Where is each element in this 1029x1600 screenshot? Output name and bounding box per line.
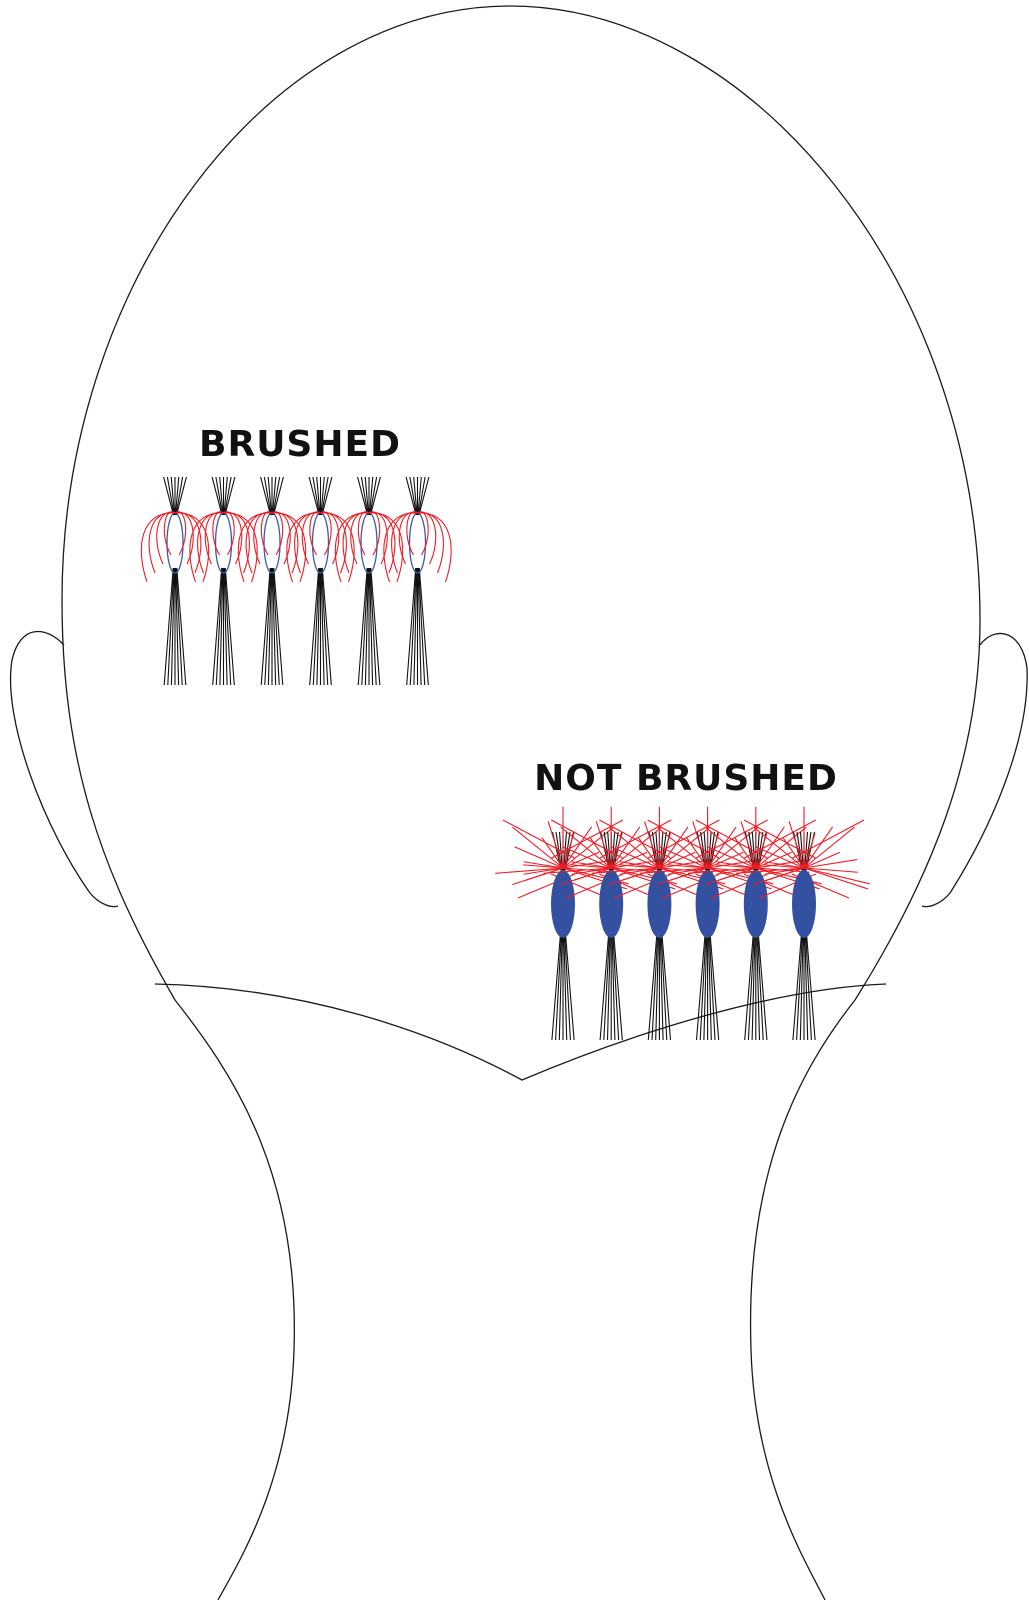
red-strand bbox=[358, 512, 369, 555]
follicle-filled bbox=[744, 870, 768, 938]
follicle-filled bbox=[551, 870, 575, 938]
red-strand bbox=[224, 512, 235, 555]
brushed-strand-unit bbox=[287, 477, 354, 685]
head-outline bbox=[62, 6, 980, 1000]
brushed-strand-unit bbox=[190, 477, 257, 685]
not-brushed-strands-group bbox=[495, 807, 869, 1040]
red-strand bbox=[272, 512, 283, 555]
follicle-outline bbox=[264, 513, 280, 573]
brushed-strand-unit bbox=[141, 477, 208, 685]
follicle-outline bbox=[216, 513, 232, 573]
red-strand bbox=[369, 512, 380, 555]
red-strand bbox=[213, 512, 224, 555]
red-strand bbox=[792, 820, 864, 858]
red-strand bbox=[321, 512, 332, 555]
follicle-outline bbox=[410, 513, 426, 573]
neck-right-outline bbox=[751, 1000, 855, 1600]
red-strand bbox=[164, 512, 175, 555]
follicle-filled bbox=[647, 870, 671, 938]
brushed-strand-unit bbox=[238, 477, 305, 685]
brushed-strand-unit bbox=[335, 477, 402, 685]
brushed-strands-group bbox=[141, 477, 451, 685]
brushed-label: BRUSHED bbox=[199, 424, 401, 465]
red-strand bbox=[503, 820, 575, 858]
brushed-strand-unit bbox=[384, 477, 451, 685]
follicle-filled bbox=[599, 870, 623, 938]
red-strand bbox=[418, 512, 429, 555]
follicle-outline bbox=[313, 513, 329, 573]
red-strand bbox=[261, 512, 272, 555]
red-strand bbox=[407, 512, 418, 555]
red-strand bbox=[149, 513, 175, 573]
red-strand bbox=[804, 860, 857, 868]
red-strand bbox=[418, 513, 444, 573]
follicle-filled bbox=[792, 870, 816, 938]
red-strand bbox=[175, 512, 186, 555]
follicle-filled bbox=[696, 870, 720, 938]
neck-left-outline bbox=[175, 1000, 294, 1600]
red-strand bbox=[310, 512, 321, 555]
left-ear-outline bbox=[11, 631, 118, 906]
hairline-outline bbox=[155, 984, 886, 1080]
follicle-outline bbox=[167, 513, 183, 573]
right-ear-outline bbox=[922, 633, 1027, 906]
not-brushed-label: NOT BRUSHED bbox=[534, 758, 838, 799]
follicle-outline bbox=[361, 513, 377, 573]
